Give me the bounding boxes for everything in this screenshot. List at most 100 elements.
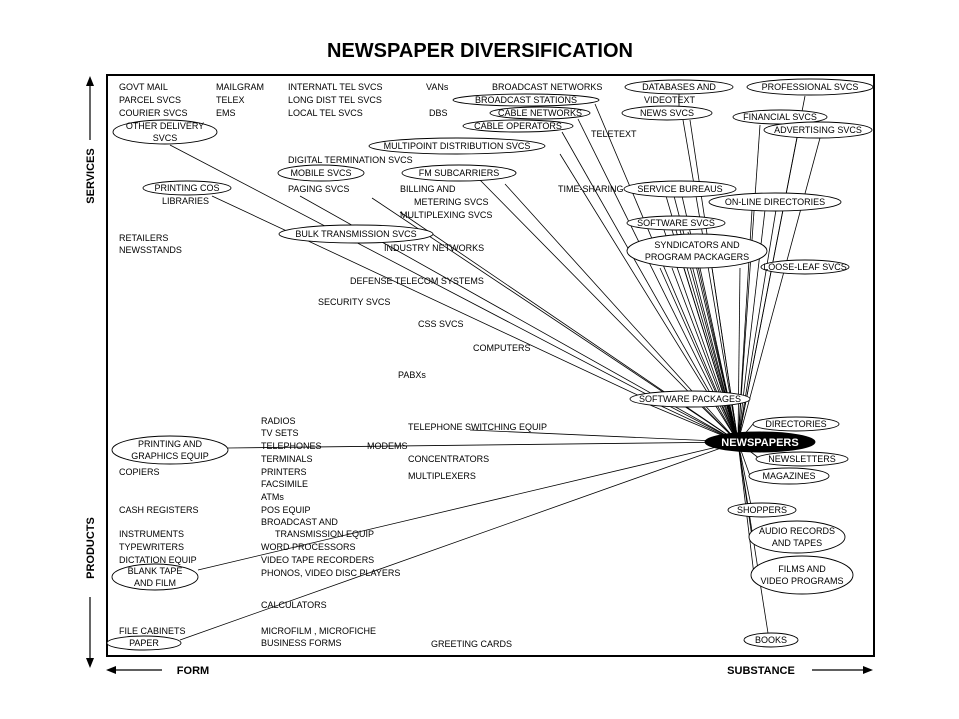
node-label: FILMS AND <box>778 564 826 574</box>
connection-line <box>683 267 739 443</box>
connection-line <box>469 429 739 443</box>
diagram-label: BUSINESS FORMS <box>261 638 342 648</box>
arrow-up-icon <box>86 76 94 86</box>
node-ellipse <box>452 93 600 107</box>
diagram-label: FACSIMILE <box>261 479 308 489</box>
node-ellipse <box>277 164 365 182</box>
node-ellipse <box>621 105 713 121</box>
diagram-label: MICROFILM , MICROFICHE <box>261 626 376 636</box>
node-label: SOFTWARE SVCS <box>637 218 715 228</box>
node-label: BOOKS <box>755 635 787 645</box>
node-ellipse <box>755 451 849 467</box>
diagram-title: NEWSPAPER DIVERSIFICATION <box>327 40 633 62</box>
diagram-label: CASH REGISTERS <box>119 505 199 515</box>
substance-label: SUBSTANCE <box>727 665 795 677</box>
connection-line <box>179 441 739 641</box>
diagram-label: POS EQUIP <box>261 505 311 515</box>
diagram-label: TELEPHONE SWITCHING EQUIP <box>408 422 547 432</box>
diagram-node: BROADCAST STATIONS <box>452 93 600 107</box>
diagram-label: COMPUTERS <box>473 343 531 353</box>
diagram-label: LOCAL TEL SVCS <box>288 108 363 118</box>
connection-line <box>737 137 821 443</box>
diagram-node: LOOSE-LEAF SVCS <box>760 259 850 275</box>
diagram-node: NEWS SVCS <box>621 105 713 121</box>
diagram-label: VIDEOTEXT <box>644 95 696 105</box>
node-ellipse <box>750 555 854 595</box>
diagram-label: MULTIPLEXERS <box>408 471 476 481</box>
node-label: SOFTWARE PACKAGES <box>639 394 741 404</box>
diagram-label: INSTRUMENTS <box>119 529 184 539</box>
diagram-label: WORD PROCESSORS <box>261 542 356 552</box>
connection-line <box>737 124 761 443</box>
node-ellipse <box>743 632 799 648</box>
diagram-node: SHOPPERS <box>727 502 797 518</box>
arrow-left-icon <box>106 666 116 674</box>
node-label: PROGRAM PACKAGERS <box>645 252 749 262</box>
connection-line <box>197 441 739 571</box>
diagram-node: BLANK TAPE AND FILM <box>111 563 199 591</box>
node-ellipse <box>111 435 229 465</box>
diagram-node: PAPER <box>106 635 182 651</box>
diagram-label: NEWSSTANDS <box>119 245 182 255</box>
diagram-node: PRINTING COS <box>142 180 232 196</box>
diagram-label: ATMs <box>261 492 284 502</box>
node-label: BLANK TAPE <box>128 566 183 576</box>
diagram-label: TELEX <box>216 95 245 105</box>
diagram-node: CABLE OPERATORS <box>462 119 574 133</box>
connection-line <box>699 267 739 443</box>
connection-line <box>561 131 739 443</box>
diagram-label: GOVT MAIL <box>119 82 168 92</box>
diagram-node: NEWSLETTERS <box>755 451 849 467</box>
node-label: LOOSE-LEAF SVCS <box>763 262 847 272</box>
node-label: ON-LINE DIRECTORIES <box>725 197 825 207</box>
services-axis: SERVICES <box>85 76 97 204</box>
node-ellipse <box>629 390 751 408</box>
diagram-label: GREETING CARDS <box>431 639 512 649</box>
node-ellipse <box>106 635 182 651</box>
node-ellipse <box>727 502 797 518</box>
arrow-right-icon <box>863 666 873 674</box>
diagram-node: PROFESSIONAL SVCS <box>746 78 874 96</box>
node-label: AND FILM <box>134 578 176 588</box>
node-ellipse <box>278 224 434 244</box>
node-ellipse <box>624 79 734 95</box>
diagram-label: BROADCAST AND <box>261 517 338 527</box>
diagram-label: LONG DIST TEL SVCS <box>288 95 382 105</box>
node-label: FM SUBCARRIERS <box>419 168 500 178</box>
diagram-label: PRINTERS <box>261 467 307 477</box>
diagram-label: INDUSTRY NETWORKS <box>384 243 484 253</box>
diagram-node: ON-LINE DIRECTORIES <box>708 192 842 212</box>
node-label: DATABASES AND <box>642 82 716 92</box>
node-label: NEWSLETTERS <box>768 454 836 464</box>
connection-line <box>671 267 739 443</box>
diagram-node: BOOKS <box>743 632 799 648</box>
diagram-label: TRANSMISSION EQUIP <box>275 529 374 539</box>
node-ellipse <box>401 164 517 182</box>
node-label: SVCS <box>153 133 178 143</box>
connection-line <box>594 103 739 443</box>
diagram-label: MULTIPLEXING SVCS <box>400 210 492 220</box>
diagram-label: CALCULATORS <box>261 600 327 610</box>
diagram-label: BROADCAST NETWORKS <box>492 82 602 92</box>
node-label: PRINTING COS <box>154 183 219 193</box>
node-ellipse <box>368 137 546 155</box>
diagram-label: RADIOS <box>261 416 296 426</box>
diagram-label: TERMINALS <box>261 454 313 464</box>
diagram-node: SERVICE BUREAUS <box>623 180 737 198</box>
node-ellipse <box>748 467 830 485</box>
services-label: SERVICES <box>85 148 97 203</box>
diagram-label: TIME-SHARING <box>558 184 624 194</box>
node-label: PROFESSIONAL SVCS <box>762 82 859 92</box>
node-ellipse <box>626 233 768 269</box>
form-axis: FORM <box>106 665 209 677</box>
diagram-label: TV SETS <box>261 428 299 438</box>
diagram-label: EMS <box>216 108 236 118</box>
newspapers-hub-node: NEWSPAPERS <box>704 431 816 453</box>
connection-line <box>737 267 741 443</box>
diagram-label: DICTATION EQUIP <box>119 555 197 565</box>
diagram-label: DEFENSE TELECOM SYSTEMS <box>350 276 484 286</box>
